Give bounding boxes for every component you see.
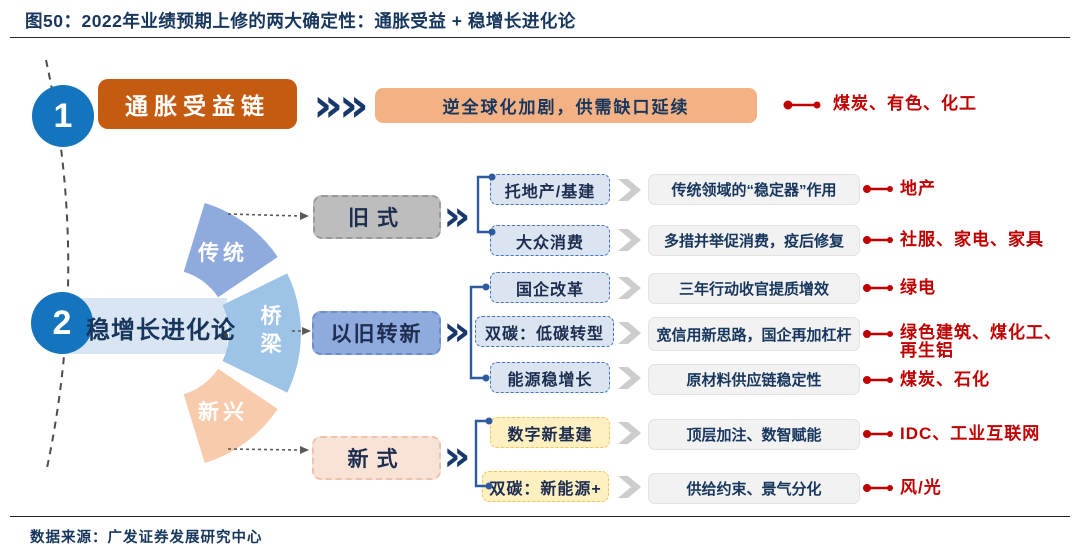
industry-tags: 风/光 <box>900 478 942 497</box>
inflation-industry-tags: 煤炭、有色、化工 <box>833 94 977 113</box>
branch-box: 双碳：新能源+ <box>482 471 609 502</box>
gray-chevron-icon <box>618 322 641 344</box>
fan-label-traditional: 传统 <box>198 242 248 265</box>
industry-tags: 煤炭、石化 <box>900 370 990 389</box>
number-circle-1: 1 <box>32 85 94 147</box>
branch-box: 大众消费 <box>490 225 610 256</box>
group-box-new-style: 新式 <box>312 436 441 480</box>
industry-tags: 绿色建筑、煤化工、再生铝 <box>900 323 1062 360</box>
branch-box: 双碳：低碳转型 <box>475 316 614 347</box>
figure-title: 图50：2022年业绩预期上修的两大确定性：通胀受益 + 稳增长进化论 <box>25 11 576 31</box>
chevron-double-icon: » <box>443 191 471 240</box>
growth-band-label: 稳增长进化论 <box>86 317 236 344</box>
gray-chevron-icon <box>618 476 641 498</box>
industry-tags: 地产 <box>900 179 936 198</box>
gray-chevron-icon <box>618 367 641 389</box>
bottom-rule <box>10 516 1070 517</box>
result-box: 三年行动收官提质增效 <box>648 273 860 304</box>
circle-1-number: 1 <box>53 96 73 135</box>
result-box: 原材料供应链稳定性 <box>648 364 860 395</box>
result-box: 顶层加注、数智赋能 <box>648 419 860 450</box>
gray-chevron-icon <box>618 277 641 299</box>
result-box: 宽信用新思路，国企再加杠杆 <box>648 317 860 351</box>
fan-label-bridge: 桥梁 <box>260 305 282 356</box>
branch-box: 数字新基建 <box>490 417 610 448</box>
group-box-old-to-new: 以旧转新 <box>312 311 441 355</box>
group-box-old-style: 旧式 <box>313 195 441 239</box>
industry-tags: IDC、工业互联网 <box>900 424 1041 443</box>
number-circle-2: 2 <box>31 292 93 354</box>
gray-chevron-icon <box>618 229 641 251</box>
result-box: 供给约束、景气分化 <box>648 473 860 504</box>
chevron-quad-icon: »» <box>313 78 368 132</box>
top-rule <box>10 37 1070 38</box>
fan-label-emerging: 新兴 <box>198 401 248 424</box>
industry-tags: 社服、家电、家具 <box>900 230 1044 249</box>
result-box: 传统领域的“稳定器”作用 <box>648 174 860 205</box>
industry-tags: 绿电 <box>900 278 936 297</box>
gray-chevron-icon <box>618 422 641 444</box>
gray-chevron-icon <box>618 179 641 201</box>
dashed-arrowheads <box>300 212 311 454</box>
inflation-driver-box: 逆全球化加剧，供需缺口延续 <box>375 88 757 123</box>
branch-box: 国企改革 <box>490 272 610 303</box>
circle-2-number: 2 <box>52 303 72 342</box>
data-source: 数据来源：广发证券发展研究中心 <box>30 530 263 546</box>
branch-box: 能源稳增长 <box>490 362 610 393</box>
inflation-chain-box: 通胀受益链 <box>98 79 297 129</box>
chevron-double-icon: » <box>443 431 471 480</box>
chevron-double-icon: » <box>443 306 471 355</box>
result-box: 多措并举促消费，疫后修复 <box>648 225 860 256</box>
branch-box: 托地产/基建 <box>490 174 610 205</box>
